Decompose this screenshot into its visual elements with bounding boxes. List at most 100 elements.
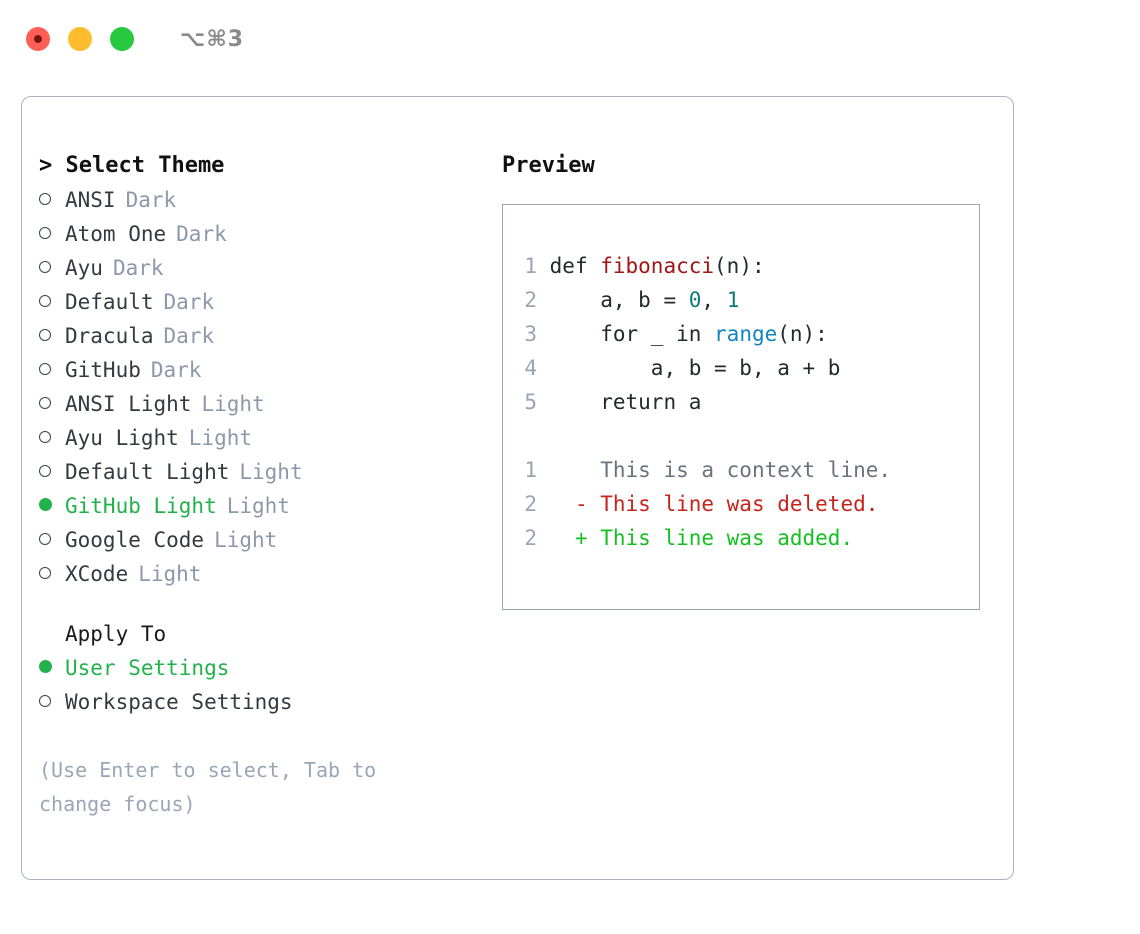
radio-circle-icon [39,523,65,557]
theme-item-label: ANSI [65,188,116,212]
theme-item[interactable]: XCode Light [39,557,492,591]
theme-item-label: GitHub Light [65,494,217,518]
theme-item-kind: Light [188,426,253,450]
code-line-number: 3 [524,322,537,346]
theme-item[interactable]: Google Code Light [39,523,492,557]
diff-line: 2 - This line was deleted. [521,487,979,521]
diff-line-text: - This line was deleted. [549,492,879,516]
theme-item[interactable]: Ayu Dark [39,251,492,285]
theme-item-kind: Light [239,460,303,484]
apply-to-label: Apply To [65,622,167,646]
apply-to-item-label: Workspace Settings [65,690,293,714]
theme-item[interactable]: Ayu Light Light [39,421,492,455]
radio-circle-icon [39,319,65,353]
theme-item-kind: Dark [125,188,177,212]
radio-circle-icon [39,285,65,319]
code-token: fibonacci [600,254,715,278]
code-token: (n): [777,322,828,346]
code-token: 1 [726,288,740,312]
theme-item[interactable]: Default Dark [39,285,492,319]
diff-line: 1 This is a context line. [521,453,979,487]
title-bar: ⌥⌘3 [0,0,1140,78]
theme-item-kind: Dark [112,256,164,280]
theme-item[interactable]: Atom One Dark [39,217,492,251]
theme-item-label: Atom One [65,222,167,246]
radio-circle-icon [39,685,65,719]
diff-line-text: + This line was added. [549,526,854,550]
apply-to-item[interactable]: Workspace Settings [39,685,492,719]
code-token: 0 [688,288,702,312]
close-button[interactable] [26,27,50,51]
code-token: return a [549,390,702,414]
preview-column: Preview 1 def fibonacci(n):2 a, b = 0, 1… [492,97,980,879]
theme-item-kind: Light [226,494,290,518]
theme-item-label: ANSI Light [65,392,192,416]
theme-item-kind: Dark [163,290,215,314]
code-line: 4 a, b = b, a + b [521,351,979,385]
theme-item-label: Default [65,290,154,314]
theme-item-label: XCode [65,562,129,586]
diff-line: 2 + This line was added. [521,521,979,555]
radio-circle-icon [39,421,65,455]
code-token: range [714,322,778,346]
radio-circle-icon [39,183,65,217]
radio-circle-icon [39,455,65,489]
theme-item[interactable]: GitHub Light Light [39,489,492,523]
diff-line-number: 1 [524,458,537,482]
theme-item-label: Dracula [65,324,154,348]
theme-item-kind: Dark [176,222,227,246]
keyboard-hint-text: (Use Enter to select, Tab to change focu… [39,758,389,816]
theme-item[interactable]: ANSI Dark [39,183,492,217]
window-controls [26,27,134,51]
theme-item-kind: Light [138,562,202,586]
radio-circle-icon [39,353,65,387]
theme-item-label: GitHub [65,358,141,382]
select-theme-heading: > Select Theme [39,153,225,178]
radio-circle-icon [39,251,65,285]
theme-item-kind: Dark [150,358,202,382]
selected-bullet-icon [39,489,65,523]
code-token: a, b = b, a + b [549,356,841,380]
radio-circle-icon [39,387,65,421]
theme-item-label: Default Light [65,460,230,484]
minimize-button[interactable] [68,27,92,51]
code-line-number: 1 [524,254,537,278]
diff-sample: 1 This is a context line.2 - This line w… [521,453,979,555]
theme-item[interactable]: GitHub Dark [39,353,492,387]
code-token: a, b = [549,288,689,312]
code-line: 1 def fibonacci(n): [521,249,979,283]
apply-to-item-label: User Settings [65,656,230,680]
code-diff-separator [521,419,979,453]
radio-circle-icon [39,217,65,251]
zoom-button[interactable] [110,27,134,51]
theme-item-label: Ayu [65,256,103,280]
theme-item-label: Ayu Light [65,426,179,450]
code-line-number: 2 [524,288,537,312]
keyboard-shortcut-label: ⌥⌘3 [180,26,245,52]
theme-item-kind: Dark [163,324,215,348]
apply-to-item[interactable]: User Settings [39,651,492,685]
diff-line-text: This is a context line. [549,458,892,482]
code-line: 5 return a [521,385,979,419]
radio-circle-icon [39,557,65,591]
theme-item-label: Google Code [65,528,205,552]
theme-item[interactable]: Default Light Light [39,455,492,489]
theme-item-kind: Light [214,528,278,552]
selected-bullet-icon [39,651,65,685]
code-token: for _ in [549,322,715,346]
code-line: 2 a, b = 0, 1 [521,283,979,317]
preview-heading: Preview [502,153,595,178]
diff-line-number: 2 [524,492,537,516]
code-line-number: 4 [524,356,537,380]
code-line: 3 for _ in range(n): [521,317,979,351]
theme-item[interactable]: Dracula Dark [39,319,492,353]
diff-line-number: 2 [524,526,537,550]
